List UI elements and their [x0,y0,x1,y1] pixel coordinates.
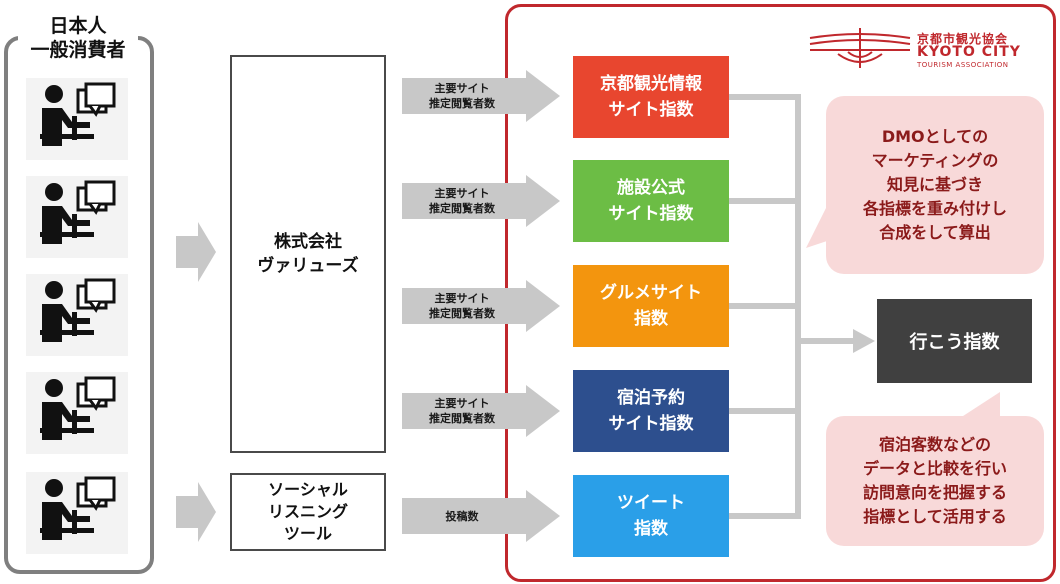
arrow-shape-icon [402,385,560,437]
user-icon-panel [26,472,128,554]
index-box-gourmet: グルメサイト 指数 [573,265,729,347]
kyoto-logo-mark-icon [809,28,911,68]
arrow-shape-icon [402,490,560,542]
company-box: 株式会社 ヴァリューズ [230,55,386,453]
arrow-label: 投稿数 [445,509,479,523]
person-at-computer-icon [40,476,116,540]
data-arrow: 主要サイト 推定閲覧者数 [402,385,560,437]
arrow-label: 主要サイト 推定閲覧者数 [429,82,495,110]
person-at-computer-icon [40,376,116,440]
arrow-label: 主要サイト 推定閲覧者数 [429,292,495,320]
person-at-computer-icon [40,82,116,146]
user-icon-panel [26,78,128,160]
arrow-label: 主要サイト 推定閲覧者数 [429,187,495,215]
note-weighting: DMOとしての マーケティングの 知見に基づき 各指標を重み付けし 合成をして算… [826,96,1044,274]
index-box-tweet: ツイート 指数 [573,475,729,557]
result-box: 行こう指数 [877,299,1032,383]
user-icon-panel [26,274,128,356]
bubble-tail [806,200,830,248]
arrow-shape-icon [402,70,560,122]
connector-lines [729,94,875,519]
user-icon-panel [26,372,128,454]
index-box-lodging: 宿泊予約 サイト指数 [573,370,729,452]
data-arrow: 投稿数 [402,490,560,542]
note-usage: 宿泊客数などの データと比較を行い 訪問意向を把握する 指標として活用する [826,416,1044,546]
data-arrow: 主要サイト 推定閲覧者数 [402,280,560,332]
flow-arrow [176,222,216,282]
flow-arrow [176,482,216,542]
index-box-kyoto-info: 京都観光情報 サイト指数 [573,56,729,138]
user-icon-panel [26,176,128,258]
logo-sub-text: TOURISM ASSOCIATION [917,61,1009,69]
consumers-title: 日本人 一般消費者 [18,14,138,62]
arrow-label: 主要サイト 推定閲覧者数 [429,397,495,425]
arrow-shape-icon [402,175,560,227]
logo-jp-text: 京都市観光協会 [917,32,1009,46]
data-arrow: 主要サイト 推定閲覧者数 [402,175,560,227]
social-listening-box: ソーシャル リスニング ツール [230,473,386,551]
logo-en-text: KYOTO CITY [917,44,1021,60]
person-at-computer-icon [40,278,116,342]
bubble-tail [960,392,1000,418]
arrow-shape-icon [402,280,560,332]
data-arrow: 主要サイト 推定閲覧者数 [402,70,560,122]
index-box-facility: 施設公式 サイト指数 [573,160,729,242]
person-at-computer-icon [40,180,116,244]
